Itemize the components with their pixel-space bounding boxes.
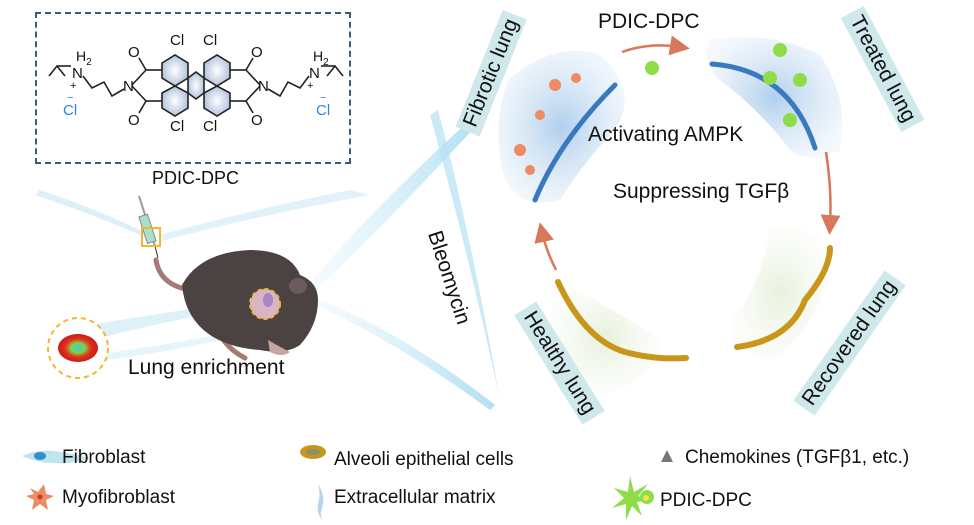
atom-cl-bottom-left: Cl — [170, 118, 185, 135]
syringe-highlight-box — [141, 227, 161, 247]
healthy-epithelium — [555, 279, 689, 362]
legend-label-pdic-dpc: PDIC-DPC — [660, 490, 752, 511]
molecule-name: PDIC-DPC — [152, 168, 240, 188]
imide-bonds — [48, 57, 344, 114]
charge-plus-left: + — [70, 80, 77, 92]
mechanism-ampk-label: Activating AMPK — [588, 123, 744, 146]
fibrotic-lung-tissue — [498, 50, 625, 203]
treatment-label: PDIC-DPC — [598, 10, 700, 33]
atom-n-amine-right: N — [309, 65, 320, 82]
atom-h2-left: H2 — [76, 48, 92, 68]
beam-left-edge — [430, 110, 500, 400]
atom-h-subscript: 2 — [86, 56, 92, 68]
arrow-bleomycin — [534, 222, 558, 271]
charge-plus-right: + — [307, 80, 314, 92]
recovered-lung-tissue — [730, 228, 830, 360]
legend-label-ecm: Extracellular matrix — [334, 487, 496, 508]
atom-o-top-left: O — [128, 44, 140, 61]
lung-enrichment-caption: Lung enrichment — [128, 356, 285, 379]
atom-h2-right: H2 — [313, 48, 329, 68]
pdic-dpc-particles — [645, 43, 807, 127]
myofibroblast-cells — [514, 73, 581, 175]
legend-label-chemokines: Chemokines (TGFβ1, etc.) — [685, 447, 910, 468]
arrow-recovery — [820, 151, 841, 235]
mouse-paw — [268, 340, 290, 355]
atom-n-amine-left: N — [72, 65, 83, 82]
chemokine-triangle-icon — [661, 450, 673, 462]
legend-label-fibroblast: Fibroblast — [62, 447, 146, 468]
atom-cl-bottom-right: Cl — [203, 118, 218, 135]
atom-n-imide-left: N — [123, 78, 134, 95]
charge-minus-right: − — [320, 92, 327, 104]
atom-n-imide-right: N — [258, 78, 269, 95]
arrow-treatment — [621, 35, 690, 56]
mechanism-tgfb-label: Suppressing TGFβ — [613, 180, 790, 203]
atom-cl-top-right: Cl — [203, 32, 218, 49]
beam-left — [35, 190, 152, 240]
atom-cl-top-left: Cl — [170, 32, 185, 49]
perylene-core — [161, 54, 231, 117]
lung-icon — [263, 293, 273, 307]
charge-minus-left: − — [67, 92, 74, 104]
atom-o-top-right: O — [251, 44, 263, 61]
myofibroblast-icon — [26, 484, 54, 510]
extracellular-matrix-icon — [317, 484, 324, 522]
beam-right-box — [160, 190, 370, 241]
beam-cycle-top — [305, 120, 478, 294]
legend-label-alveoli: Alveoli epithelial cells — [334, 449, 514, 470]
legend-label-myofibroblast: Myofibroblast — [62, 487, 175, 508]
lung-heatmap-image — [58, 334, 98, 362]
fibrotic-matrix-strand — [532, 82, 618, 203]
pdic-dpc-icon — [612, 476, 654, 520]
mouse-ear — [289, 278, 307, 294]
atom-o-bottom-left: O — [128, 112, 140, 129]
beam-heatmap-2 — [92, 330, 240, 362]
recovered-epithelium — [734, 245, 833, 350]
atom-h-subscript: 2 — [323, 56, 329, 68]
atom-h: H — [76, 48, 87, 64]
molecule-structure-box — [35, 12, 351, 164]
alveoli-epithelial-cell-icon — [300, 445, 326, 459]
counter-ion-right: Cl — [316, 102, 331, 119]
atom-o-bottom-right: O — [251, 112, 263, 129]
fibroblast-icon — [22, 450, 90, 464]
atom-h: H — [313, 48, 324, 64]
beam-cycle-bottom — [305, 296, 495, 410]
counter-ion-left: Cl — [63, 102, 78, 119]
treated-matrix-strand — [709, 61, 818, 151]
healthy-lung-tissue — [550, 280, 660, 395]
